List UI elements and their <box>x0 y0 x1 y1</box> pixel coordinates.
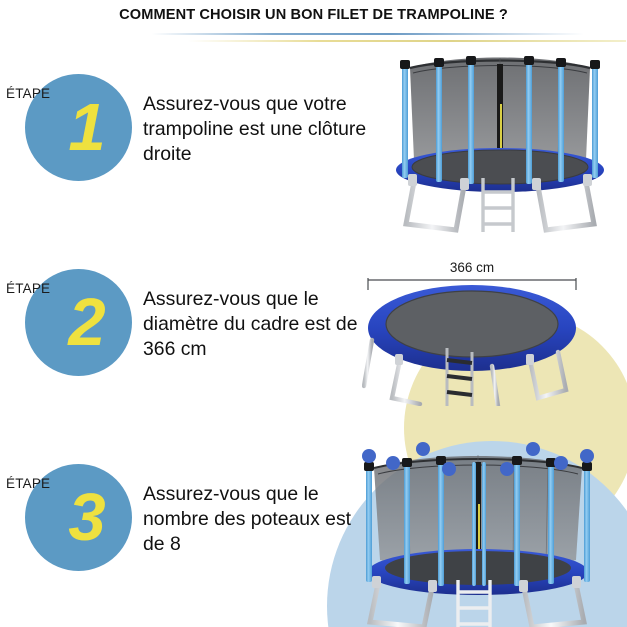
step-3-label: ÉTAPE <box>6 476 51 491</box>
leg-brackets <box>408 174 592 190</box>
step-2: 2 ÉTAPE Assurez-vous que le diamètre du … <box>0 269 380 381</box>
ladder <box>456 580 492 627</box>
trampoline-mat <box>386 291 558 357</box>
ladder-rungs <box>446 358 473 397</box>
step-1: 1 ÉTAPE Assurez-vous que votre trampolin… <box>0 74 380 186</box>
leg-brackets <box>395 354 534 365</box>
step-2-text: Assurez-vous que le diamètre du cadre es… <box>143 288 358 360</box>
dimension-label: 366 cm <box>450 260 494 275</box>
trampoline-legs <box>403 179 597 233</box>
pole-caps <box>400 56 600 69</box>
illustration-trampoline-diameter: 366 cm <box>362 256 624 406</box>
trampoline-legs <box>362 337 569 406</box>
step-3-text: Assurez-vous que le nombre des poteaux e… <box>143 483 352 555</box>
step-1-label: ÉTAPE <box>6 86 51 101</box>
step-3-badge: 3 <box>25 464 132 571</box>
ladder <box>481 178 515 232</box>
pole-caps <box>364 456 592 471</box>
divider-gold <box>188 40 626 42</box>
step-2-number: 2 <box>68 285 105 360</box>
leg-brackets <box>372 576 581 592</box>
step-1-badge: 1 <box>25 74 132 181</box>
step-1-text: Assurez-vous que votre trampoline est un… <box>143 93 367 165</box>
illustration-trampoline-with-net <box>380 42 620 238</box>
step-1-number: 1 <box>68 90 105 165</box>
net-poles <box>402 62 598 184</box>
step-3-number: 3 <box>68 480 105 555</box>
pole-count-markers <box>362 442 594 476</box>
step-2-label: ÉTAPE <box>6 281 51 296</box>
trampoline-mat <box>412 150 588 184</box>
header: COMMENT CHOISIR UN BON FILET DE TRAMPOLI… <box>0 0 627 46</box>
dimension-line <box>367 278 577 290</box>
trampoline-mat <box>385 551 571 585</box>
step-2-badge: 2 <box>25 269 132 376</box>
illustration-trampoline-poles <box>332 432 624 627</box>
page-title: COMMENT CHOISIR UN BON FILET DE TRAMPOLI… <box>119 7 508 23</box>
trampoline-legs <box>366 581 588 627</box>
net-poles <box>366 462 590 586</box>
divider-blue <box>152 33 584 35</box>
step-3: 3 ÉTAPE Assurez-vous que le nombre des p… <box>0 464 380 576</box>
